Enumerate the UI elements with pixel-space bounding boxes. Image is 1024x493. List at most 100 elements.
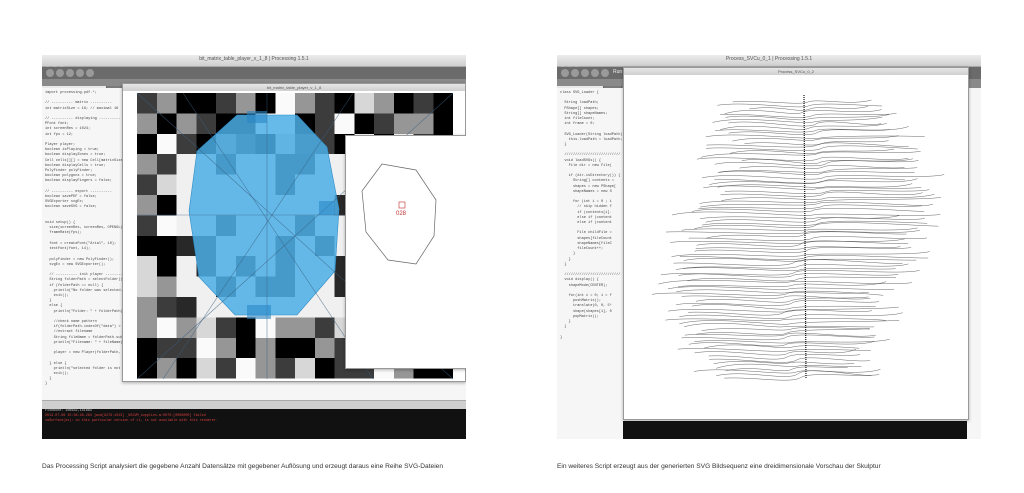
sculpture-contour <box>717 183 913 188</box>
sculpture-contour <box>732 135 899 142</box>
sculpture-contour <box>712 116 883 123</box>
matrix-cell <box>275 93 295 114</box>
sculpture-contour <box>672 211 941 216</box>
save-button[interactable] <box>86 69 94 77</box>
open-button[interactable] <box>76 69 84 77</box>
sculpture-contour <box>691 304 876 310</box>
matrix-cell <box>156 195 177 216</box>
matrix-cell <box>314 113 335 134</box>
left-toolbar <box>42 67 466 79</box>
left-window-title: bit_matrix_table_player_v_1_8 | Processi… <box>199 56 309 62</box>
sculpture-contour <box>724 374 880 381</box>
sculpture-contour <box>673 259 903 266</box>
right-window-title: Process_SVCu_0_1 | Processing 1.5.1 <box>725 56 813 62</box>
sculpture-contour <box>671 251 930 257</box>
save-button[interactable] <box>601 69 609 77</box>
right-code-text: class SVG_Loader { String loadPath; PSha… <box>560 91 627 340</box>
matrix-cell <box>176 154 197 175</box>
matrix-cell <box>374 113 394 134</box>
matrix-cell <box>216 337 236 359</box>
sculpture-contour <box>721 193 935 202</box>
matrix-cell <box>156 256 177 277</box>
sculpture-contour <box>670 238 905 244</box>
matrix-cell <box>137 113 157 134</box>
centroid-marker-icon <box>398 201 406 209</box>
matrix-cell <box>255 317 276 338</box>
matrix-cell <box>176 317 197 338</box>
open-button[interactable] <box>591 69 599 77</box>
sculpture-axis <box>803 94 807 380</box>
sculpture-contour <box>705 134 925 139</box>
console-line: Fishbone: 108632,141883 <box>45 409 92 413</box>
matrix-cell <box>156 113 177 134</box>
matrix-cell <box>314 93 335 114</box>
grid-diagonal <box>182 92 374 380</box>
sculpture-contour <box>708 354 860 360</box>
matrix-cell <box>137 154 157 175</box>
sculpture-contour <box>728 129 890 135</box>
matrix-cell <box>137 276 157 297</box>
sculpture-contour <box>695 246 901 250</box>
sculpture-contour <box>700 201 922 208</box>
sculpture-contour <box>696 157 909 161</box>
matrix-cell <box>156 93 177 114</box>
matrix-cell <box>137 358 157 379</box>
matrix-cell <box>196 358 216 379</box>
matrix-cell <box>314 317 335 338</box>
matrix-cell <box>275 358 295 379</box>
sculpture-preview-window[interactable]: Process_SVCu_0_2 <box>623 67 969 420</box>
new-button[interactable] <box>581 69 589 77</box>
sculpture-contour <box>749 106 869 111</box>
matrix-cell <box>176 113 197 134</box>
sculpture-contour <box>694 222 939 230</box>
run-button[interactable] <box>46 69 54 77</box>
matrix-cell <box>156 297 177 318</box>
matrix-cell <box>176 297 197 318</box>
sculpture-contour <box>730 148 895 154</box>
sculpture-contour <box>660 273 899 278</box>
stop-button[interactable] <box>56 69 64 77</box>
matrix-cell <box>216 317 236 338</box>
stop-button[interactable] <box>571 69 579 77</box>
sculpture-contour <box>725 114 890 120</box>
matrix-cell <box>295 317 315 338</box>
matrix-cell <box>156 337 177 359</box>
matrix-cell <box>137 93 157 114</box>
matrix-cell <box>235 358 256 379</box>
new-button[interactable] <box>66 69 74 77</box>
matrix-cell <box>137 297 157 318</box>
matrix-cell <box>255 358 276 379</box>
matrix-cell <box>314 337 335 359</box>
matrix-cell <box>176 358 197 379</box>
polygon-detail-window[interactable]: 028 <box>345 135 466 369</box>
console-line: 2013-07-06 15:38:48.264 java[9479:1013] … <box>45 414 206 418</box>
sculpture-contour <box>694 339 890 344</box>
sculpture-contour <box>728 121 882 127</box>
matrix-cell <box>137 133 157 155</box>
matrix-cell <box>196 317 216 338</box>
sculpture-contour <box>684 332 876 337</box>
grid-diagonal <box>162 92 354 380</box>
centroid-value: 028 <box>396 211 407 217</box>
matrix-cell <box>176 174 197 195</box>
polygon-detail-shape <box>361 163 437 265</box>
matrix-cell <box>235 337 256 359</box>
sculpture-contour <box>658 280 912 285</box>
matrix-cell <box>137 337 157 359</box>
run-button[interactable] <box>561 69 569 77</box>
sculpture-contour <box>698 204 934 210</box>
right-window-titlebar: Process_SVCu_0_1 | Processing 1.5.1 <box>557 55 981 71</box>
matrix-cell <box>354 93 374 114</box>
matrix-cell <box>156 133 177 155</box>
matrix-cell <box>137 174 157 195</box>
sculpture-contour <box>724 189 930 194</box>
matrix-cell <box>433 93 453 114</box>
sculpture-contour <box>679 255 929 260</box>
sculpture-contour <box>720 113 897 118</box>
matrix-cell <box>216 93 236 114</box>
sculpture-contour <box>725 366 848 371</box>
run-menu-label[interactable]: Run <box>613 69 623 75</box>
sculpture-contour <box>677 281 887 287</box>
sculpture-contour <box>719 170 915 175</box>
sculpture-contour <box>681 227 918 231</box>
